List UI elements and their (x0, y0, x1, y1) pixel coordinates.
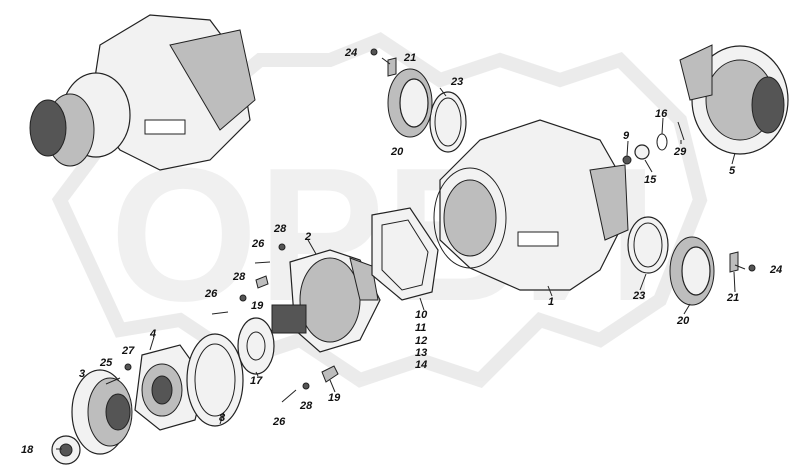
callout-28-lower: 28 (299, 400, 313, 412)
callout-26-left: 26 (204, 288, 218, 300)
callout-18: 18 (21, 444, 34, 456)
part-15-lockwasher (634, 144, 650, 160)
callout-19-lower: 19 (328, 392, 341, 404)
callout-4: 4 (149, 328, 156, 340)
callout-3: 3 (79, 368, 85, 380)
callout-2: 2 (304, 231, 311, 243)
part-5-differential (679, 44, 789, 155)
callout-12: 12 (415, 335, 427, 347)
part-17-shim (237, 317, 275, 375)
part-26-bolt-b (211, 311, 229, 315)
callout-20-right: 20 (676, 315, 690, 327)
callout-23-right: 23 (632, 290, 645, 302)
part-19-lockplate-a (255, 275, 269, 289)
callout-9: 9 (623, 130, 630, 142)
part-1-housing (433, 119, 629, 291)
part-24-bolt-a (370, 48, 378, 56)
part-29-pin (677, 121, 685, 141)
leader-lines (56, 57, 746, 450)
part-21-lock-a (387, 57, 397, 77)
part-23-ring-b (627, 216, 669, 274)
callout-1: 1 (548, 296, 554, 308)
part-18-nut (51, 435, 81, 465)
part-26-bolt-a (254, 261, 271, 264)
callout-28-middle: 28 (232, 271, 246, 283)
callout-17: 17 (250, 375, 263, 387)
part-23-ring-a (429, 91, 467, 153)
part-27-washer (124, 363, 132, 371)
callout-27: 27 (121, 345, 135, 357)
part-25-bolt (105, 377, 121, 385)
callout-labels: 24 21 23 20 9 16 29 15 5 28 2 26 28 19 2… (21, 47, 782, 456)
callout-8: 8 (219, 412, 226, 424)
part-21-lock-b (729, 251, 739, 273)
part-16-ring (656, 133, 668, 151)
callout-26-upper: 26 (251, 238, 265, 250)
callout-13: 13 (415, 347, 427, 359)
assembled-axle (29, 14, 256, 171)
part-8-gasket (186, 333, 244, 427)
part-28-washer-c (302, 382, 310, 390)
part-26-bolt-c (281, 389, 297, 403)
part-28-washer-a (278, 243, 286, 251)
callout-26-lower: 26 (272, 416, 286, 428)
callout-16: 16 (655, 108, 668, 120)
callout-15: 15 (644, 174, 657, 186)
callout-5: 5 (729, 165, 736, 177)
callout-21-right: 21 (726, 292, 739, 304)
part-24-bolt-b (748, 264, 756, 272)
callout-10: 10 (415, 309, 428, 321)
part-4-bearing-cover (134, 344, 206, 431)
callout-20-top: 20 (390, 146, 404, 158)
callout-29: 29 (673, 146, 687, 158)
part-19-lockplate-b (321, 365, 339, 383)
callout-21-top: 21 (403, 52, 416, 64)
part-28-washer-b (239, 294, 247, 302)
callout-25: 25 (99, 357, 113, 369)
callout-24-right: 24 (769, 264, 782, 276)
callout-19-upper: 19 (251, 300, 264, 312)
callout-28-upper: 28 (273, 223, 287, 235)
callout-14: 14 (415, 359, 427, 371)
callout-24-top: 24 (344, 47, 357, 59)
callout-11: 11 (415, 322, 426, 334)
part-20-nut-b (669, 236, 715, 306)
part-2-pinion-assembly (271, 249, 381, 353)
part-9-nut (622, 155, 632, 165)
part-3-flange (71, 369, 133, 455)
part-20-nut-a (387, 68, 433, 138)
callout-23-top: 23 (450, 76, 463, 88)
part-10-gasket (371, 207, 439, 301)
